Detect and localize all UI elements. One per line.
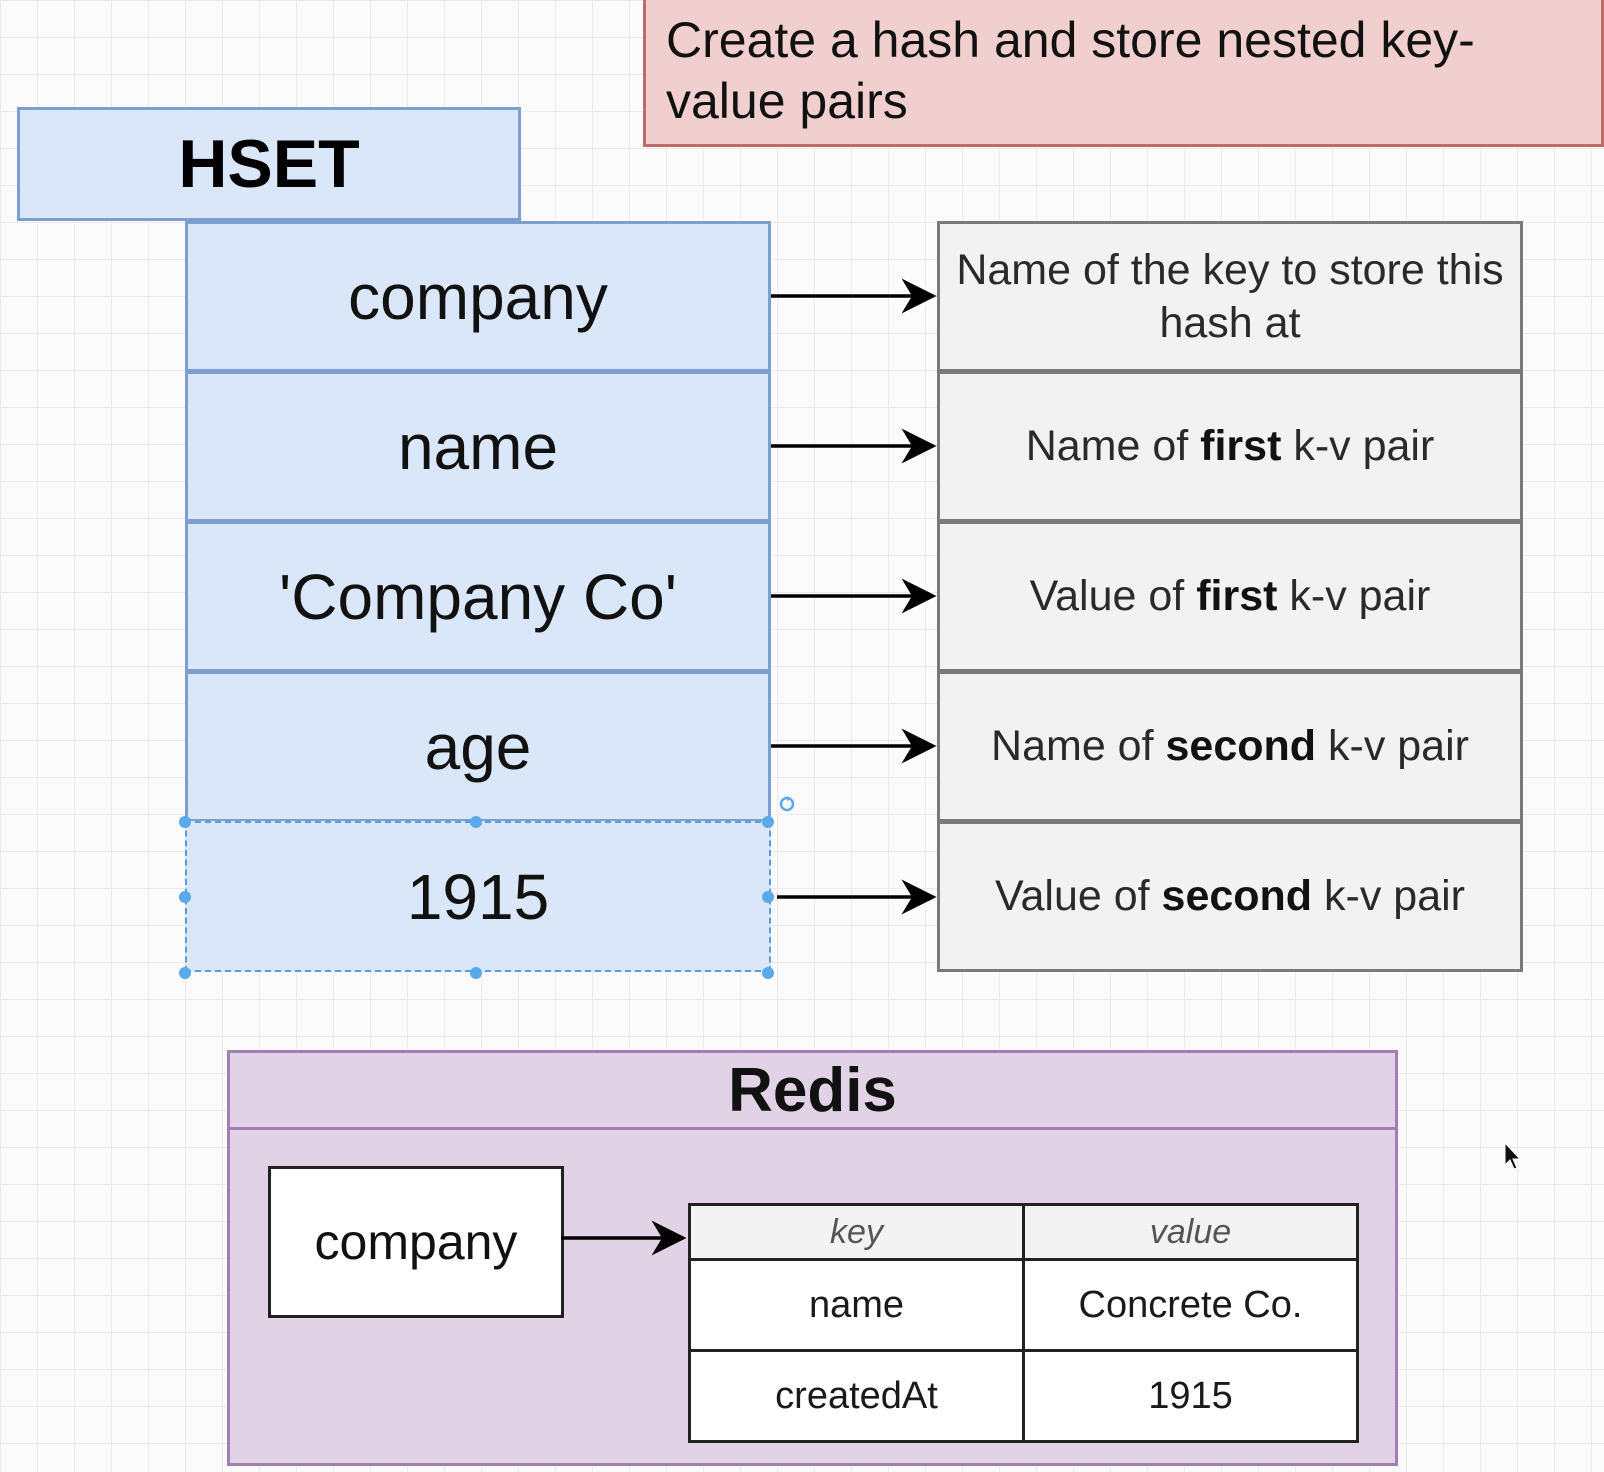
selection-handle[interactable]	[762, 816, 774, 828]
hset-cell-field-1[interactable]: name	[185, 371, 771, 522]
redis-key-box[interactable]: company	[268, 1166, 564, 1318]
desc-field-1[interactable]: Name of first k-v pair	[937, 371, 1523, 522]
desc-key[interactable]: Name of the key to store this hash at	[937, 221, 1523, 372]
desc-text: Name of first k-v pair	[1025, 422, 1435, 470]
hset-cell-value-1[interactable]: 'Company Co'	[185, 521, 771, 672]
redis-title: Redis	[728, 1055, 897, 1125]
desc-value-1[interactable]: Value of first k-v pair	[937, 521, 1523, 672]
hset-cell-key[interactable]: company	[185, 221, 771, 372]
selection-handle[interactable]	[470, 967, 482, 979]
table-header-row: key value	[688, 1203, 1359, 1261]
desc-field-2[interactable]: Name of second k-v pair	[937, 671, 1523, 822]
hset-cell-text: name	[397, 410, 559, 483]
table-cell[interactable]: 1915	[1022, 1349, 1359, 1443]
hset-cell-text: 'Company Co'	[279, 560, 677, 633]
table-cell[interactable]: name	[688, 1258, 1025, 1352]
redis-container[interactable]: Redis company key value name Concrete Co…	[227, 1050, 1398, 1466]
column-header-value: value	[1022, 1203, 1359, 1261]
column-header-key: key	[688, 1203, 1025, 1261]
rotate-handle-icon[interactable]	[779, 796, 795, 812]
desc-text: Name of the key to store this hash at	[956, 245, 1504, 347]
selection-handle[interactable]	[762, 891, 774, 903]
hset-header[interactable]: HSET	[17, 107, 521, 221]
table-row: name Concrete Co.	[688, 1258, 1359, 1352]
hset-cell-text: 1915	[406, 860, 550, 933]
title-note[interactable]: Create a hash and store nested key-value…	[643, 0, 1604, 147]
selection-handle[interactable]	[179, 891, 191, 903]
redis-title-bar: Redis	[230, 1053, 1395, 1130]
desc-text: Name of second k-v pair	[991, 722, 1469, 770]
table-cell[interactable]: Concrete Co.	[1022, 1258, 1359, 1352]
desc-value-2[interactable]: Value of second k-v pair	[937, 821, 1523, 972]
redis-hash-table[interactable]: key value name Concrete Co. createdAt 19…	[688, 1203, 1359, 1443]
hset-header-text: HSET	[178, 126, 360, 202]
hset-cell-text: company	[348, 260, 608, 333]
table-cell[interactable]: createdAt	[688, 1349, 1025, 1443]
table-row: createdAt 1915	[688, 1349, 1359, 1443]
selection-handle[interactable]	[762, 967, 774, 979]
selection-handle[interactable]	[179, 967, 191, 979]
title-note-text: Create a hash and store nested key-value…	[666, 12, 1475, 129]
selection-handle[interactable]	[470, 816, 482, 828]
hset-cell-text: age	[424, 710, 532, 783]
mouse-cursor-icon	[1504, 1141, 1522, 1170]
redis-key-text: company	[314, 1214, 518, 1270]
hset-cell-field-2[interactable]: age	[185, 671, 771, 822]
desc-text: Value of second k-v pair	[994, 872, 1465, 920]
selection-handle[interactable]	[179, 816, 191, 828]
desc-text: Value of first k-v pair	[1029, 572, 1431, 620]
